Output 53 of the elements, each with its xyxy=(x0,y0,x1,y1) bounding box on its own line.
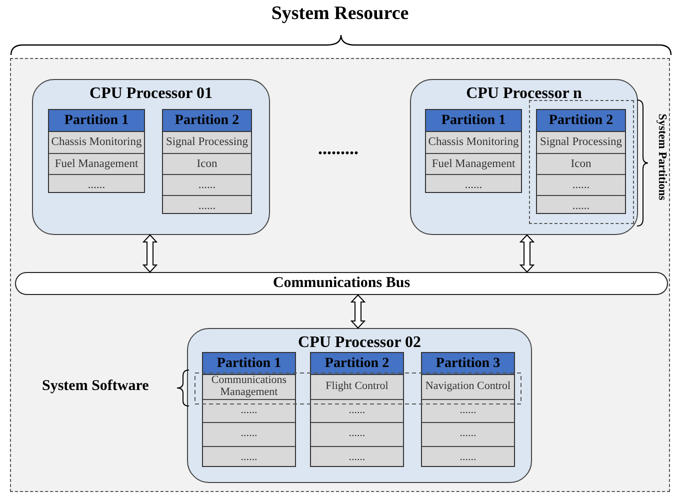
panel-title: CPU Processor 01 xyxy=(88,84,214,104)
table-cell: ...... xyxy=(311,398,403,422)
double-arrow xyxy=(142,234,158,273)
partition-table xyxy=(421,352,515,467)
group-label: System Partitions xyxy=(656,112,668,202)
table-cell: ...... xyxy=(537,174,625,195)
table-cell: ...... xyxy=(311,422,403,446)
partition-header: Partition 2 xyxy=(537,110,625,132)
table-cell: Icon xyxy=(163,153,251,174)
table-cell: ...... xyxy=(203,398,295,422)
table-cell-text: Chassis Monitoring xyxy=(427,135,520,150)
double-arrow xyxy=(350,294,366,329)
partition-table xyxy=(202,352,296,467)
partition-header: Partition 1 xyxy=(426,110,521,132)
processor-panel xyxy=(32,79,270,235)
table-cell: Fuel Management xyxy=(49,153,144,174)
table-cell: ...... xyxy=(422,446,514,469)
group-label: System Software xyxy=(42,378,149,395)
partition-table xyxy=(162,109,252,214)
ellipsis-label: ......... xyxy=(318,138,358,159)
table-cell: ...... xyxy=(203,422,295,446)
table-cell: ...... xyxy=(203,446,295,469)
partition-header: Partition 1 xyxy=(203,353,295,375)
table-cell: Icon xyxy=(537,153,625,174)
processor-panel xyxy=(187,328,532,483)
heading: System Resource xyxy=(270,3,410,25)
partition-table xyxy=(425,109,522,193)
table-cell: ...... xyxy=(426,174,521,195)
partition-table xyxy=(310,352,404,467)
table-cell-text: Chassis Monitoring xyxy=(50,135,143,150)
partition-header: Partition 2 xyxy=(163,110,251,132)
partition-header: Partition 1 xyxy=(49,110,144,132)
table-cell-text: Navigation Control xyxy=(424,378,512,394)
panel-title: CPU Processor n xyxy=(465,84,583,104)
partition-table xyxy=(536,109,626,214)
table-cell: ...... xyxy=(163,195,251,216)
partition-header: Partition 2 xyxy=(311,353,403,375)
partition-table xyxy=(48,109,145,193)
table-cell: ...... xyxy=(163,174,251,195)
table-cell-text: Communications Management xyxy=(210,375,288,398)
table-cell: ...... xyxy=(422,422,514,446)
table-cell: ...... xyxy=(49,174,144,195)
bus-bar: Communications Bus xyxy=(15,272,668,295)
table-cell: ...... xyxy=(422,398,514,422)
table-cell-text: Signal Processing xyxy=(164,135,250,150)
double-arrow xyxy=(519,234,535,273)
partition-header: Partition 3 xyxy=(422,353,514,375)
table-cell: Fuel Management xyxy=(426,153,521,174)
table-cell-text: Signal Processing xyxy=(538,135,624,150)
table-cell-text: Flight Control xyxy=(324,378,390,394)
panel-title: CPU Processor 02 xyxy=(297,333,422,353)
table-cell: ...... xyxy=(311,446,403,469)
table-cell: ...... xyxy=(537,195,625,216)
